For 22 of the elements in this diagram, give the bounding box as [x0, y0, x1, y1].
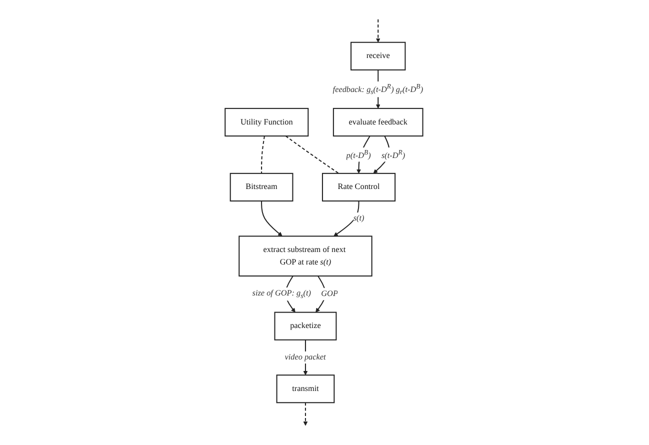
node-box: receive: [350, 42, 406, 70]
edge-label: feedback: g$_{s}$(t-D$^{R}$) g$_{r}$(t-D$^{B}$): [333, 82, 424, 96]
edge-label: s(t-D$^{R}$): [382, 148, 406, 160]
arrow: [376, 19, 381, 43]
arrow: [303, 402, 308, 426]
node-box: packetize: [274, 312, 337, 340]
edge-label: video packet: [284, 352, 326, 362]
node-box: transmit: [276, 374, 335, 404]
node-box: Rate Control: [322, 172, 396, 202]
arrow: [261, 200, 283, 236]
connector: [286, 136, 340, 174]
node-box: Utility Function: [224, 108, 309, 136]
edge-label: p(t-D$^{B}$): [346, 148, 372, 160]
edge-label: s(t): [354, 214, 364, 223]
node-box: evaluate feedback: [333, 108, 424, 136]
edge-label: size of GOP: g$_{s}$(t): [252, 289, 312, 300]
arrow: [374, 136, 390, 174]
node-box: extract substream of next GOP at rate s(t): [238, 236, 373, 276]
connector: [261, 136, 266, 174]
node-box: Bitstream: [230, 172, 294, 202]
arrow: [334, 200, 360, 236]
edge-label: GOP: [321, 290, 338, 298]
